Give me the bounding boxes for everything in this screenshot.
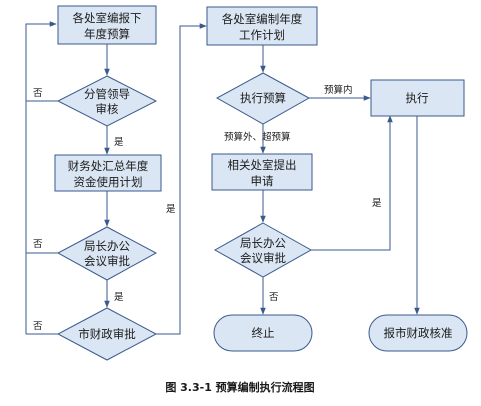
label-city-no: 否 — [33, 321, 43, 332]
label-leader-no: 否 — [33, 88, 43, 99]
node-dept-request-line-1: 相关处室提出 — [228, 158, 297, 172]
node-submit-budget-line-1: 各处室编报下 — [73, 11, 142, 25]
node-bureau-meeting-1-line-2: 会议审批 — [84, 254, 130, 268]
label-meeting1-no: 否 — [33, 239, 43, 250]
node-terminate: 终止 — [213, 314, 313, 352]
node-bureau-meeting-2-line-1: 局长办公 — [240, 236, 286, 250]
node-bureau-meeting-2: 局长办公 会议审批 — [213, 222, 313, 278]
label-city-yes: 是 — [166, 204, 176, 215]
figure-caption: 图 3.3-1 预算编制执行流程图 — [165, 380, 314, 394]
label-over-budget: 预算外、超预算 — [224, 131, 291, 143]
node-bureau-meeting-1-line-1: 局长办公 — [84, 239, 130, 253]
node-submit-budget-line-2: 年度预算 — [84, 27, 130, 41]
node-leader-review: 分管领导 审核 — [56, 75, 158, 127]
node-dept-request: 相关处室提出 申请 — [211, 153, 313, 191]
node-submit-budget: 各处室编报下 年度预算 — [57, 5, 157, 45]
edge-feedback-up — [25, 21, 57, 334]
node-terminate-line-1: 终止 — [252, 326, 275, 340]
node-bureau-meeting-1: 局长办公 会议审批 — [56, 226, 158, 281]
label-meeting2-no: 否 — [269, 292, 279, 303]
node-leader-review-line-2: 审核 — [96, 102, 119, 116]
node-city-finance: 市财政审批 — [56, 307, 158, 361]
node-leader-review-line-1: 分管领导 — [84, 87, 130, 101]
node-work-plan-line-2: 工作计划 — [239, 28, 285, 42]
node-city-finance-line-1: 市财政审批 — [78, 327, 136, 341]
node-bureau-meeting-2-line-2: 会议审批 — [240, 251, 286, 265]
edge-meeting2-yes — [311, 115, 393, 251]
node-finance-plan-line-2: 资金使用计划 — [74, 175, 143, 189]
node-report-city-line-1: 报市财政核准 — [384, 326, 453, 340]
label-meeting1-yes: 是 — [114, 292, 124, 303]
node-work-plan-line-1: 各处室编制年度 — [222, 12, 303, 26]
node-execute: 执行 — [370, 79, 465, 117]
label-leader-yes: 是 — [114, 137, 124, 148]
node-work-plan: 各处室编制年度 工作计划 — [206, 6, 318, 46]
node-finance-plan: 财务处汇总年度 资金使用计划 — [54, 154, 162, 192]
node-dept-request-line-2: 申请 — [251, 174, 274, 188]
label-meeting2-yes: 是 — [372, 198, 382, 209]
node-execute-budget-line-1: 执行预算 — [240, 91, 286, 105]
edge-city-yes — [155, 23, 207, 335]
node-finance-plan-line-1: 财务处汇总年度 — [68, 159, 149, 173]
node-report-city: 报市财政核准 — [368, 314, 468, 352]
node-execute-line-1: 执行 — [406, 91, 429, 105]
node-execute-budget: 执行预算 — [215, 72, 311, 125]
label-within-budget: 预算内 — [324, 84, 353, 96]
